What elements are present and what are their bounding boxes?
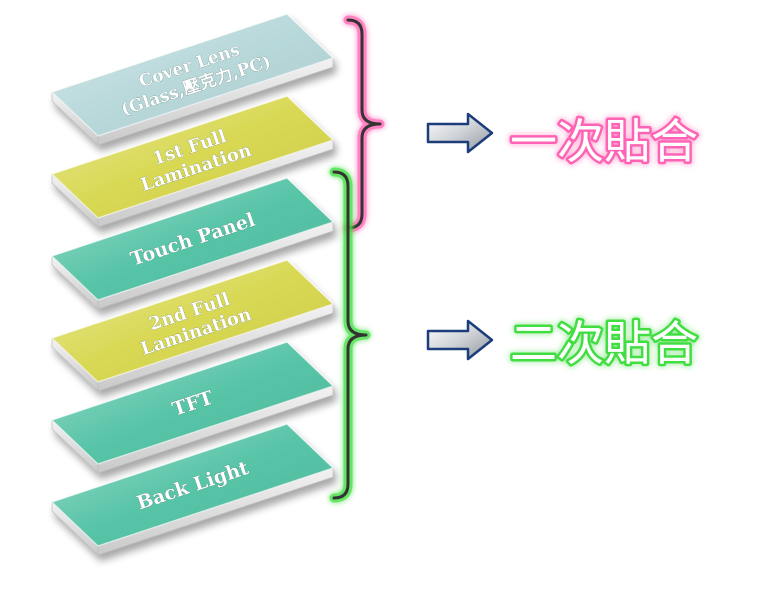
layer-sheen xyxy=(52,96,333,218)
layer-sheen xyxy=(52,14,333,136)
layer-sheen xyxy=(52,424,333,546)
bracket-second-bonding-line xyxy=(332,170,368,500)
layer-second-lamination: 2nd FullLamination xyxy=(50,259,335,392)
bracket-first-bonding-line xyxy=(346,18,382,230)
layer-back-light: Back Light xyxy=(50,423,335,556)
bracket-second-bonding xyxy=(329,167,371,503)
layer-cover-lens: Cover Lens(Glass,壓克力,PC) xyxy=(50,13,335,146)
bracket-first-bonding xyxy=(343,15,385,233)
layer-tft: TFT xyxy=(50,341,335,474)
layer-sheen xyxy=(52,178,333,300)
layer-touch-panel: Touch Panel xyxy=(50,177,335,310)
arrow-right-icon xyxy=(426,319,494,361)
layer-sheen xyxy=(52,342,333,464)
label-first-bonding: 一次貼合 xyxy=(510,115,698,170)
label-second-bonding: 二次貼合 xyxy=(510,317,698,372)
layer-sheen xyxy=(52,260,333,382)
arrow-right-icon xyxy=(426,112,494,154)
